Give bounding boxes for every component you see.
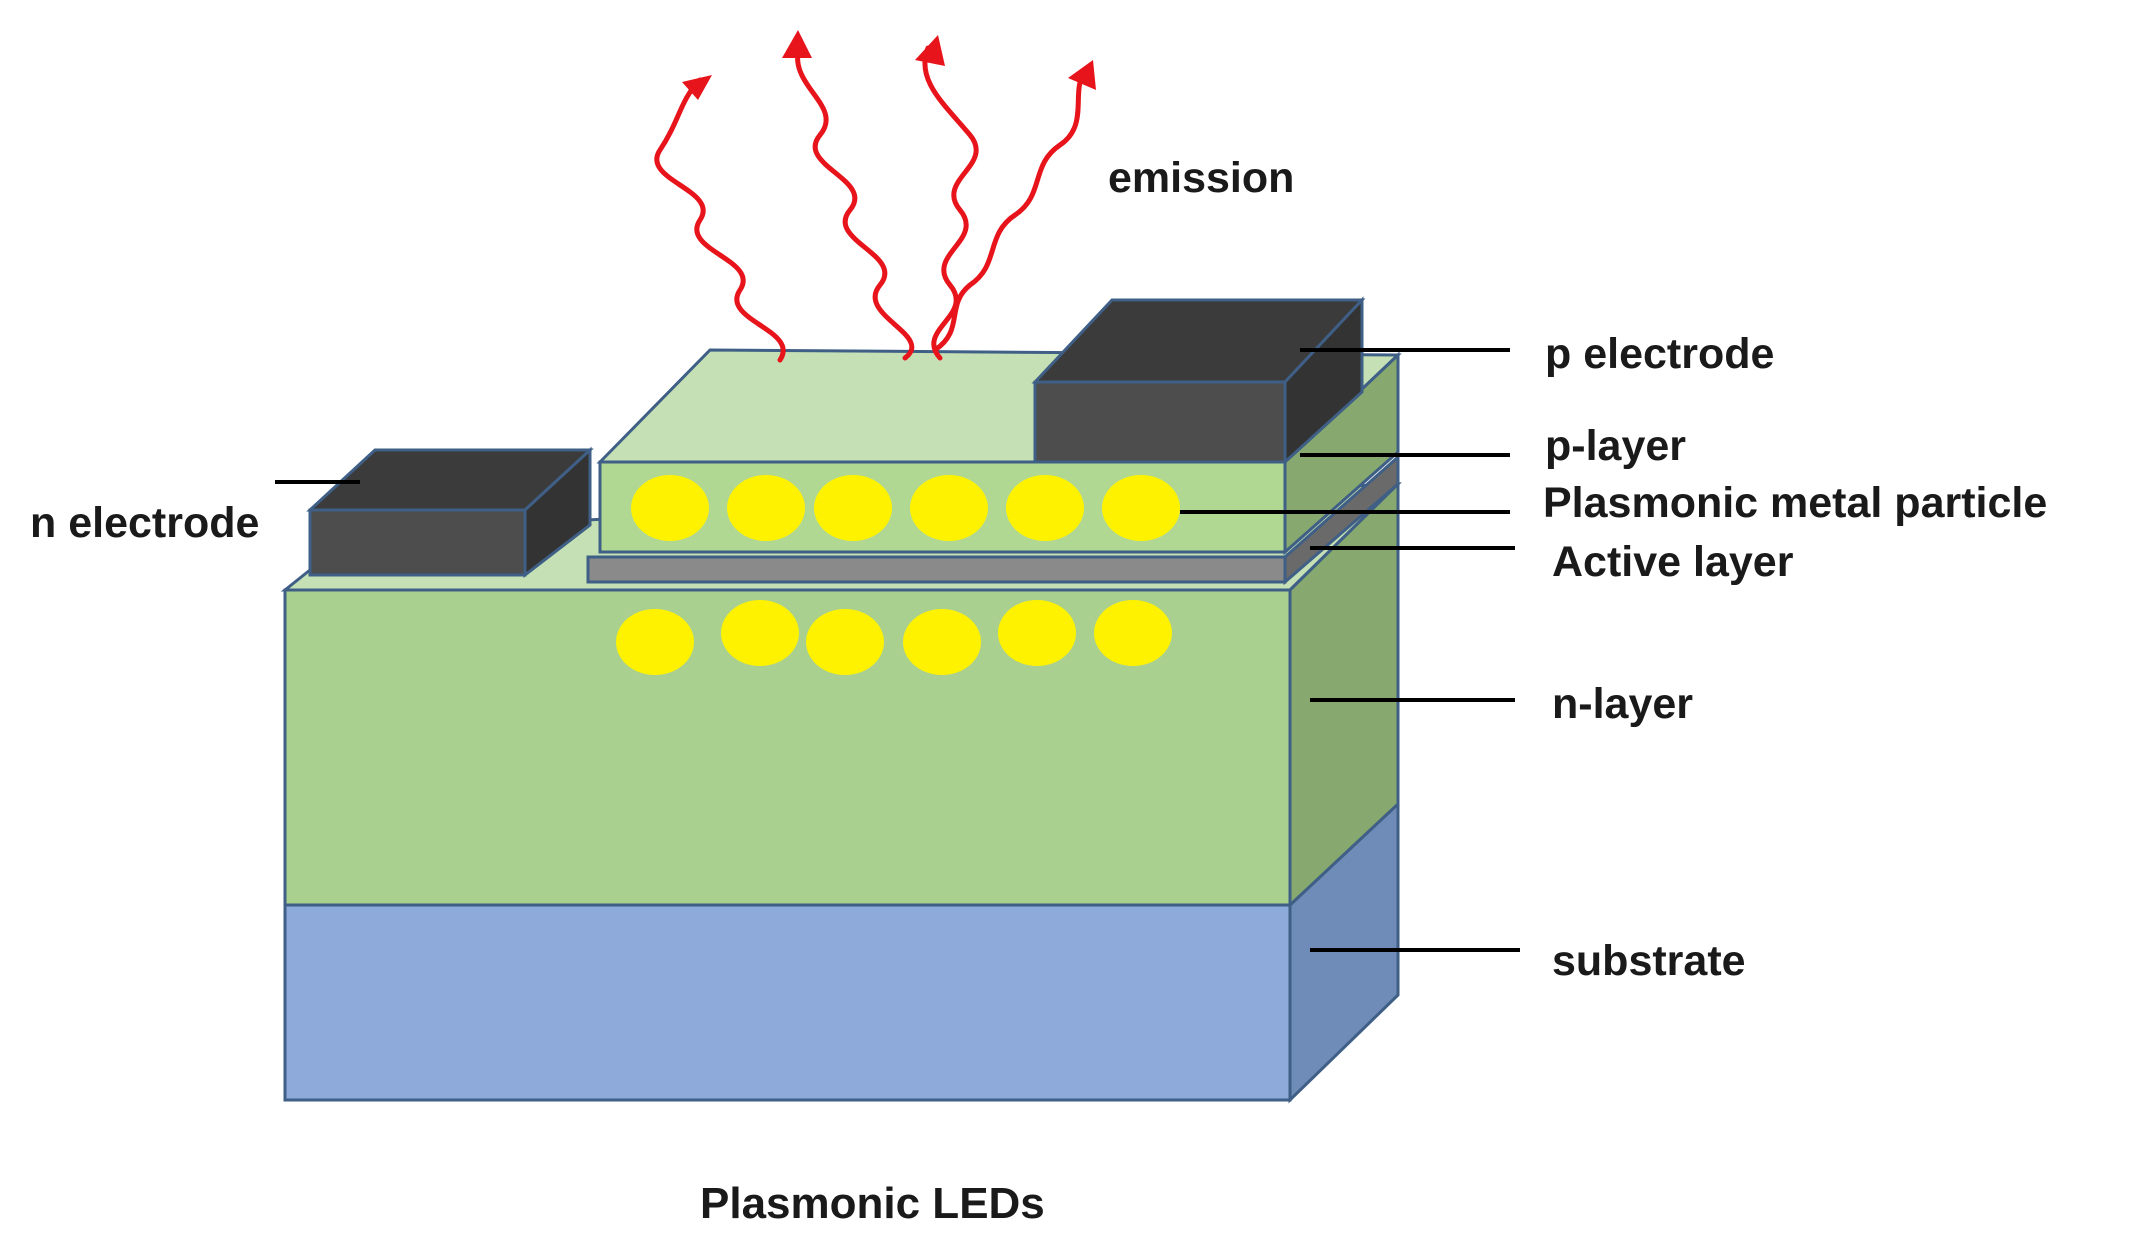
particle [1094,600,1172,666]
particle [998,600,1076,666]
label-plasmonic-particle: Plasmonic metal particle [1543,479,2047,527]
label-emission: emission [1108,154,1294,202]
arrowhead-icon [782,30,812,58]
particle [721,600,799,666]
particle [727,475,805,541]
labels: emission p electrode p-layer Plasmonic m… [30,154,2047,1228]
substrate-block [283,800,1400,1104]
leader-lines [275,348,1520,952]
arrowhead-icon [1068,60,1096,90]
n-electrode-front [308,508,527,577]
arrowhead-icon [915,35,945,66]
n-electrode-block [306,446,594,579]
figure-caption: Plasmonic LEDs [700,1179,1045,1228]
label-n-layer: n-layer [1552,680,1693,728]
particle [814,475,892,541]
p-electrode-block [1031,296,1366,466]
emission-waves [654,30,1096,363]
particle [631,475,709,541]
label-p-electrode: p electrode [1545,330,1774,378]
wavy-arrow-icon [932,69,1088,353]
particle [903,609,981,675]
p-electrode-front [1033,380,1287,464]
label-n-electrode: n electrode [30,499,259,547]
particle [1102,475,1180,541]
substrate-front [283,903,1292,1102]
wavy-arrow-icon [922,45,979,361]
wavy-arrow-icon [654,77,786,363]
active-layer-block [586,453,1400,586]
arrowhead-icon [682,75,712,100]
wavy-arrow-icon [795,42,915,361]
label-p-layer: p-layer [1545,422,1686,470]
label-substrate: substrate [1552,937,1746,985]
particle [616,609,694,675]
particle [910,475,988,541]
n-layer-particles [616,600,1172,675]
label-active-layer: Active layer [1552,538,1794,586]
particle [806,609,884,675]
particle [1006,475,1084,541]
active-layer-front [586,555,1287,584]
p-layer-particles [631,475,1180,541]
